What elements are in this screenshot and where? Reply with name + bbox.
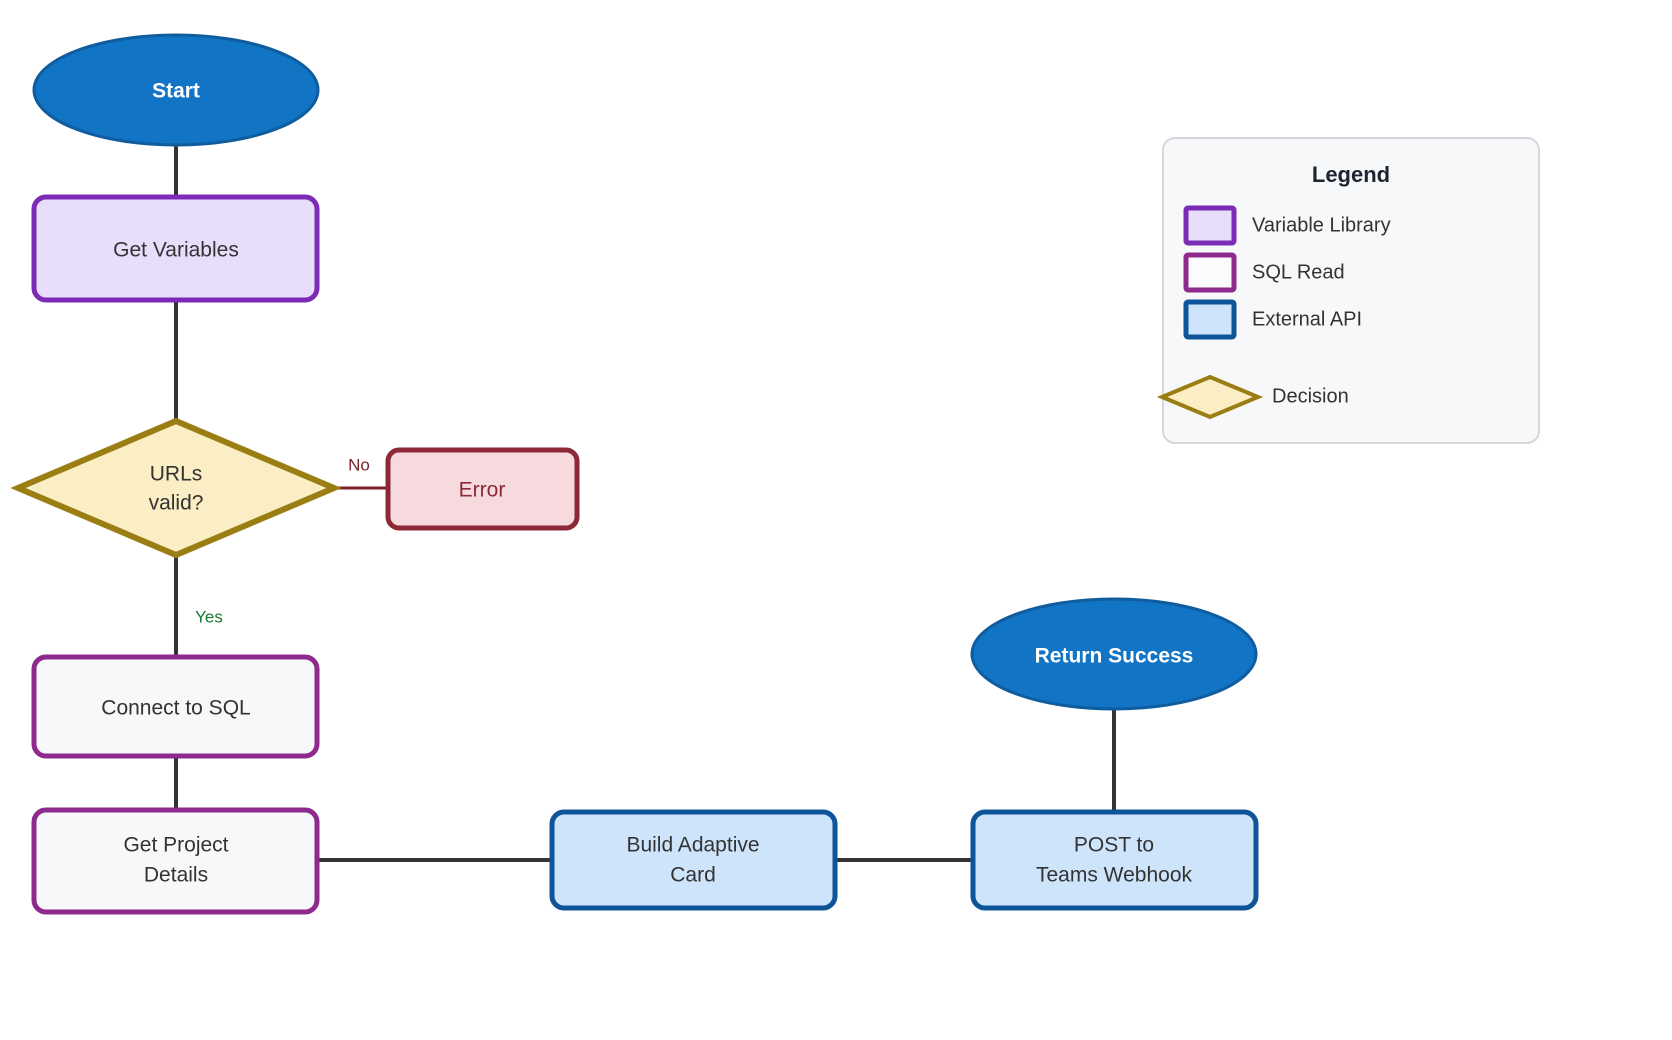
node-get-variables-shape[interactable] xyxy=(31,194,320,303)
node-connect-to-sql[interactable]: Connect to SQL xyxy=(31,654,320,759)
edge-label-no: No xyxy=(348,455,370,474)
node-start-label: Start xyxy=(152,80,200,103)
node-urls-valid-label-line2: valid? xyxy=(149,492,204,515)
legend-swatch-decision xyxy=(1156,374,1264,420)
legend-item-decision: Decision xyxy=(1156,374,1349,420)
legend-panel: Legend Variable Library SQL Read Externa… xyxy=(1156,137,1540,444)
edge-label-yes: Yes xyxy=(195,607,223,626)
node-return-success-label: Return Success xyxy=(1035,645,1194,668)
legend-label-decision: Decision xyxy=(1272,385,1349,407)
node-get-project-details[interactable]: Get Project Details xyxy=(31,807,320,915)
node-start[interactable]: Start xyxy=(32,33,320,147)
legend-swatch-external-api xyxy=(1183,299,1237,340)
legend-item-sql-read: SQL Read xyxy=(1183,252,1345,293)
node-build-adaptive-card-label-line2: Card xyxy=(670,864,716,887)
node-post-to-teams-webhook-label-line2: Teams Webhook xyxy=(1036,864,1193,887)
legend-item-external-api: External API xyxy=(1183,299,1362,340)
node-build-adaptive-card-label-line1: Build Adaptive xyxy=(626,834,759,857)
node-error[interactable]: Error xyxy=(385,447,580,531)
node-post-to-teams-webhook-shape[interactable] xyxy=(970,809,1259,911)
node-get-variables-label: Get Variables xyxy=(113,239,239,262)
legend-label-sql-read: SQL Read xyxy=(1252,261,1345,283)
legend-item-variable-library: Variable Library xyxy=(1183,205,1391,246)
node-connect-to-sql-label: Connect to SQL xyxy=(101,697,250,720)
node-get-project-details-shape[interactable] xyxy=(31,807,320,915)
node-get-variables[interactable]: Get Variables xyxy=(31,194,320,303)
legend-swatch-variable-library xyxy=(1183,205,1237,246)
legend-label-variable-library: Variable Library xyxy=(1252,214,1391,236)
legend-title: Legend xyxy=(1312,162,1390,187)
node-get-project-details-label-line2: Details xyxy=(144,864,208,887)
node-build-adaptive-card[interactable]: Build Adaptive Card xyxy=(549,809,838,911)
node-return-success-shape[interactable] xyxy=(970,597,1258,711)
node-urls-valid-shape[interactable] xyxy=(10,417,342,559)
node-post-to-teams-webhook-label-line1: POST to xyxy=(1074,834,1154,857)
node-urls-valid[interactable]: URLs valid? xyxy=(10,417,342,559)
node-build-adaptive-card-shape[interactable] xyxy=(549,809,838,911)
node-start-shape[interactable] xyxy=(32,33,320,147)
node-connect-to-sql-shape[interactable] xyxy=(31,654,320,759)
node-get-project-details-label-line1: Get Project xyxy=(123,834,228,857)
legend-swatch-sql-read xyxy=(1183,252,1237,293)
node-post-to-teams-webhook[interactable]: POST to Teams Webhook xyxy=(970,809,1259,911)
legend-label-external-api: External API xyxy=(1252,308,1362,330)
legend-panel-background xyxy=(1162,137,1540,444)
node-return-success[interactable]: Return Success xyxy=(970,597,1258,711)
node-error-shape[interactable] xyxy=(385,447,580,531)
node-urls-valid-label-line1: URLs xyxy=(150,463,203,486)
edge-layer xyxy=(174,145,1116,862)
node-error-label: Error xyxy=(459,479,506,502)
